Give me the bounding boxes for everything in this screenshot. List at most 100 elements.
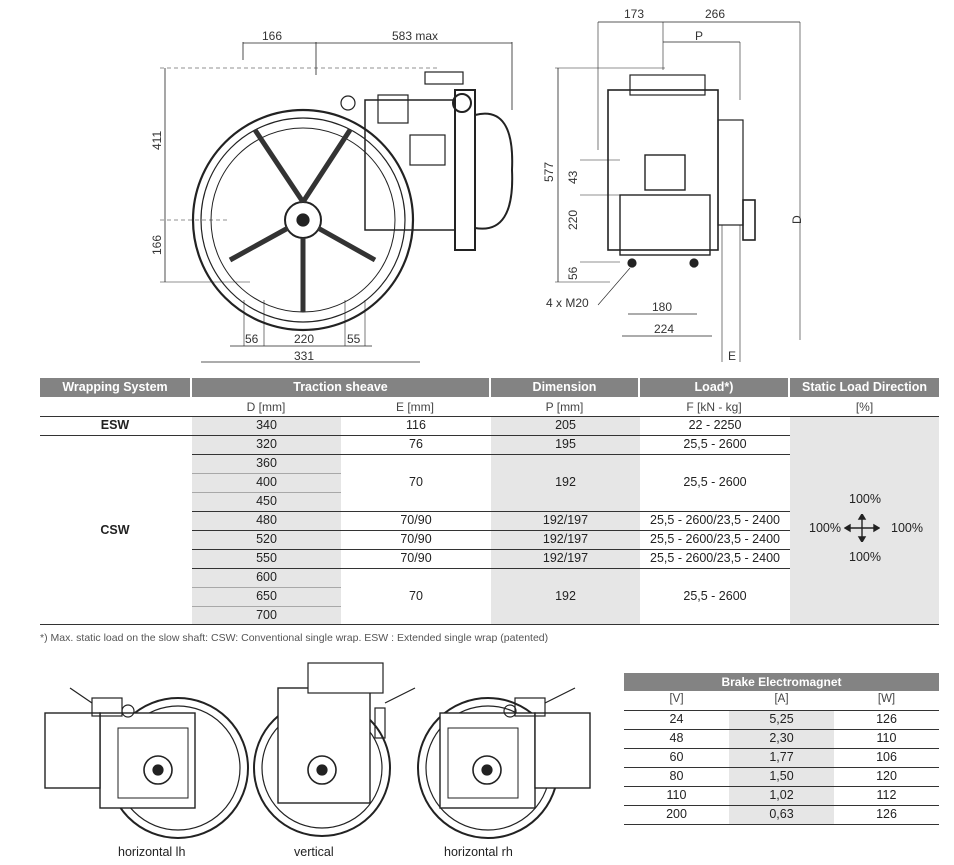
- mounting-vertical: [253, 662, 416, 837]
- static-load-up: 100%: [849, 492, 881, 506]
- csw-D-6: 550: [256, 551, 277, 565]
- esw-E: 116: [406, 418, 426, 432]
- side-view-drawing: [160, 42, 514, 363]
- subheader-E: E [mm]: [396, 400, 434, 414]
- brake-table: Brake Electromagnet [V] [A] [W] 24 5,25 …: [624, 673, 939, 825]
- brake-r0-A: 5,25: [769, 712, 794, 726]
- header-load: Load*): [640, 378, 788, 397]
- brake-r4-W: 112: [876, 788, 897, 802]
- brake-r5-A: 0,63: [769, 807, 794, 821]
- dim-166-top: 166: [262, 29, 282, 43]
- dim-220: 220: [294, 332, 314, 346]
- csw-g3-F: 25,5 - 2600/23,5 - 2400: [650, 532, 780, 546]
- csw-g1-E: 70: [409, 475, 423, 489]
- csw-g0-F: 25,5 - 2600: [683, 437, 747, 451]
- dim-577: 577: [542, 162, 556, 182]
- csw-D-4: 480: [256, 513, 277, 527]
- subheader-P: P [mm]: [545, 400, 584, 414]
- header-static-load: Static Load Direction: [790, 378, 939, 397]
- front-view-drawing: [555, 21, 801, 362]
- brake-r0-W: 126: [876, 712, 897, 726]
- esw-F: 22 - 2250: [688, 418, 742, 432]
- brake-r3-W: 120: [876, 769, 897, 783]
- csw-g2-F: 25,5 - 2600/23,5 - 2400: [650, 513, 780, 527]
- csw-g1-F: 25,5 - 2600: [683, 475, 747, 489]
- dim-D: D: [790, 215, 804, 224]
- brake-r2-W: 106: [876, 750, 897, 764]
- brake-shade-A: [729, 711, 834, 825]
- csw-g3-E: 70/90: [400, 532, 432, 546]
- wrap-esw: ESW: [100, 418, 130, 432]
- dim-411: 411: [150, 131, 164, 150]
- brake-sub-V: [V]: [669, 693, 684, 705]
- caption-horizontal-rh: horizontal rh: [444, 845, 513, 859]
- static-load-left: 100%: [809, 521, 841, 535]
- header-traction-sheave: Traction sheave: [192, 378, 489, 397]
- shade-P: [491, 416, 640, 624]
- dim-266: 266: [705, 7, 725, 21]
- dim-4xM20: 4 x M20: [546, 296, 589, 310]
- csw-g4-P: 192/197: [542, 551, 589, 565]
- brake-r2-V: 60: [669, 750, 684, 764]
- subheader-D: D [mm]: [246, 400, 286, 414]
- brake-r2-A: 1,77: [769, 750, 794, 764]
- brake-r3-A: 1,50: [769, 769, 794, 783]
- brake-r1-A: 2,30: [769, 731, 794, 745]
- dim-166-left: 166: [150, 235, 164, 255]
- mounting-horizontal-lh: [44, 687, 249, 839]
- caption-horizontal-lh: horizontal lh: [118, 845, 186, 859]
- brake-r5-W: 126: [876, 807, 897, 821]
- esw-P: 205: [555, 418, 576, 432]
- csw-g2-P: 192/197: [542, 513, 589, 527]
- csw-g1-P: 192: [555, 475, 576, 489]
- csw-g0-P: 195: [555, 437, 576, 451]
- brake-sub-W: [W]: [877, 693, 896, 705]
- brake-title: Brake Electromagnet: [624, 673, 939, 691]
- dim-180: 180: [652, 300, 672, 314]
- static-load-down: 100%: [849, 550, 881, 564]
- caption-vertical: vertical: [294, 845, 334, 859]
- esw-D: 340: [256, 418, 277, 432]
- csw-D-8: 650: [256, 589, 277, 603]
- csw-g0-E: 76: [409, 437, 423, 451]
- dim-43: 43: [566, 170, 580, 184]
- csw-D-7: 600: [256, 570, 277, 584]
- technical-drawing: 166 583 max 411 166 56 220 55 331: [150, 7, 804, 363]
- mounting-horizontal-rh: [417, 687, 591, 839]
- four-way-arrow-icon: [844, 514, 880, 542]
- dim-331: 331: [294, 349, 314, 363]
- csw-D-5: 520: [256, 532, 277, 546]
- csw-D-3: 450: [256, 494, 277, 508]
- brake-r1-W: 110: [876, 731, 897, 745]
- brake-r5-V: 200: [666, 807, 687, 821]
- brake-sub-A: [A]: [774, 693, 789, 705]
- wrap-csw: CSW: [100, 523, 130, 537]
- brake-r3-V: 80: [669, 769, 684, 783]
- footnote: *) Max. static load on the slow shaft: C…: [40, 632, 549, 644]
- brake-r4-A: 1,02: [769, 788, 794, 802]
- csw-g4-F: 25,5 - 2600/23,5 - 2400: [650, 551, 780, 565]
- dim-220-front: 220: [566, 210, 580, 230]
- brake-r1-V: 48: [669, 731, 684, 745]
- csw-D-0: 320: [256, 437, 277, 451]
- subheader-percent: [%]: [855, 400, 874, 414]
- csw-D-1: 360: [256, 456, 277, 470]
- subheader-F: F [kN - kg]: [686, 400, 742, 414]
- header-dimension: Dimension: [491, 378, 638, 397]
- shade-static: [790, 416, 939, 624]
- dim-56-front: 56: [566, 266, 580, 280]
- csw-D-2: 400: [256, 475, 277, 489]
- static-load-right: 100%: [891, 521, 923, 535]
- dim-56: 56: [245, 332, 259, 346]
- spec-table: Wrapping System Traction sheave Dimensio…: [40, 378, 939, 626]
- mounting-drawings: [44, 662, 591, 839]
- shade-D: [192, 416, 341, 624]
- brake-r0-V: 24: [669, 712, 684, 726]
- dim-224: 224: [654, 322, 674, 336]
- dim-P: P: [695, 29, 703, 43]
- csw-g3-P: 192/197: [542, 532, 589, 546]
- dim-583-max: 583 max: [392, 29, 438, 43]
- csw-g4-E: 70/90: [400, 551, 432, 565]
- csw-g5-P: 192: [555, 589, 576, 603]
- csw-D-9: 700: [256, 608, 277, 622]
